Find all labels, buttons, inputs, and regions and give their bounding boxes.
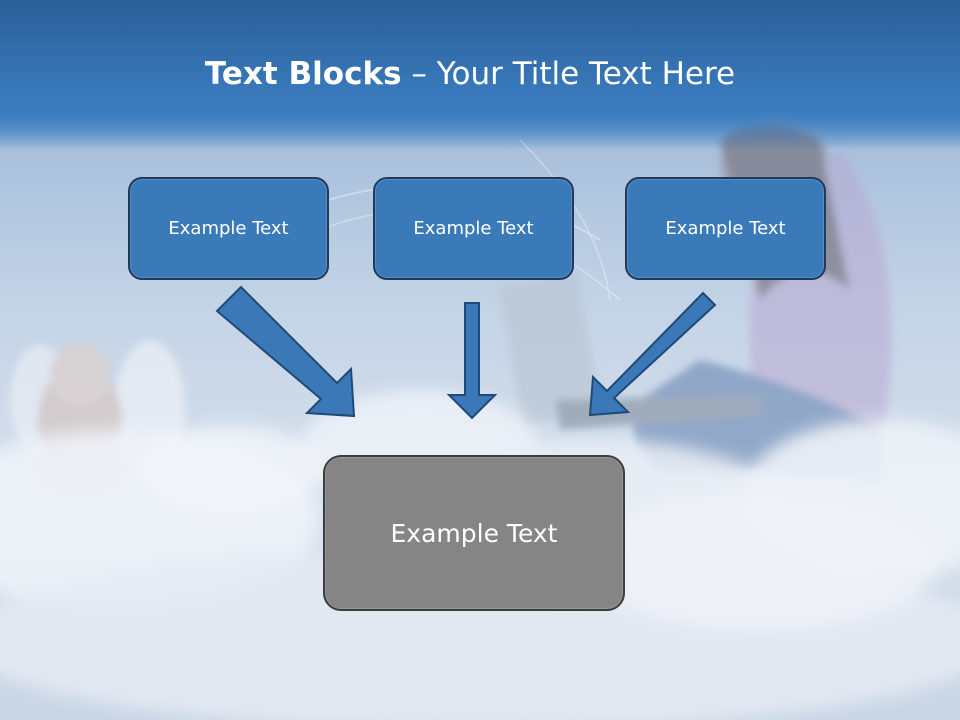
slide-title: Text Blocks – Your Title Text Here <box>0 52 940 96</box>
title-rest-text: Your Title Text Here <box>436 56 736 92</box>
text-block-center[interactable]: Example Text <box>373 177 574 280</box>
text-block-right-label: Example Text <box>665 218 786 239</box>
arrow-left-diagonal <box>215 285 356 418</box>
title-bold-text: Text Blocks <box>204 56 402 92</box>
text-block-center-label: Example Text <box>413 218 534 239</box>
text-block-left[interactable]: Example Text <box>128 177 329 280</box>
arrow-right-diagonal <box>588 291 717 417</box>
text-block-main-label: Example Text <box>390 518 558 548</box>
title-band <box>0 0 960 150</box>
title-dash: – <box>401 56 437 92</box>
arrow-center-down <box>446 302 498 420</box>
text-block-right[interactable]: Example Text <box>625 177 826 280</box>
text-block-left-label: Example Text <box>168 218 289 239</box>
text-block-main[interactable]: Example Text <box>323 455 625 611</box>
